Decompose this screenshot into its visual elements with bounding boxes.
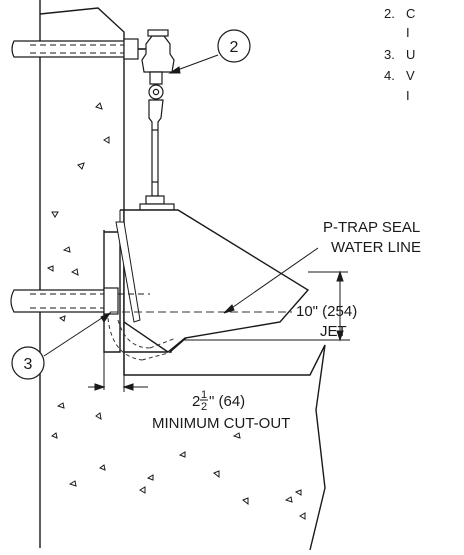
note-text: U — [406, 47, 415, 62]
cutout-denominator: 2 — [201, 401, 207, 413]
wall-outline — [39, 0, 326, 551]
cutout-arrow-left — [94, 383, 106, 391]
callout-3: 3 — [11, 346, 45, 380]
urinal — [103, 209, 310, 353]
urinal-base — [123, 321, 187, 353]
jet-height-label: 10" (254) — [296, 303, 357, 320]
p-trap-label-line1: P-TRAP SEAL — [323, 219, 420, 236]
waste-pipe-body — [10, 289, 105, 313]
waste-pipe — [10, 287, 150, 315]
valve-flange — [145, 195, 165, 205]
note-number: 2. — [384, 6, 395, 21]
cutout-numerator: 1 — [201, 389, 207, 401]
note-text: C — [406, 6, 415, 21]
p-trap-leader — [225, 247, 319, 313]
note-number: 3. — [384, 47, 395, 62]
valve-head — [141, 35, 175, 73]
jet-arrow-top — [336, 270, 344, 282]
urinal-body — [120, 209, 310, 353]
waste-pipe-coupling — [103, 287, 119, 315]
callout-2-text: 2 — [230, 39, 239, 56]
jet-arrow-bottom — [336, 330, 344, 342]
callout-3-leader — [43, 313, 109, 357]
urinal-inner-wall — [115, 221, 141, 323]
notes-list: 2. C I 3. U 4. V I — [384, 6, 415, 103]
leaders — [43, 54, 319, 357]
cutout-label: MINIMUM CUT-OUT — [152, 415, 290, 432]
trap-hidden-lines — [107, 317, 177, 361]
jet-label: JET — [320, 323, 347, 340]
cutout-whole: 2 — [192, 393, 200, 410]
cutout-arrow-right — [122, 383, 134, 391]
supply-pipe-coupling — [123, 38, 139, 60]
note-number: 4. — [384, 68, 395, 83]
dimensions — [88, 270, 350, 392]
valve-body — [149, 71, 163, 85]
note-text: V — [406, 68, 415, 83]
note-text: I — [406, 88, 410, 103]
cutout-dimension-label: 2 1 2 " (64) — [192, 389, 245, 413]
supply-pipe — [11, 38, 139, 60]
p-trap-label-line2: WATER LINE — [331, 239, 421, 256]
valve-cap — [147, 29, 169, 37]
concrete-texture — [46, 41, 306, 520]
flush-valve — [139, 29, 175, 211]
supply-pipe-body — [11, 40, 125, 58]
cutout-rest: " (64) — [209, 393, 245, 410]
callout-2: 2 — [217, 29, 251, 63]
note-text: I — [406, 25, 410, 40]
callout-3-text: 3 — [24, 356, 33, 373]
